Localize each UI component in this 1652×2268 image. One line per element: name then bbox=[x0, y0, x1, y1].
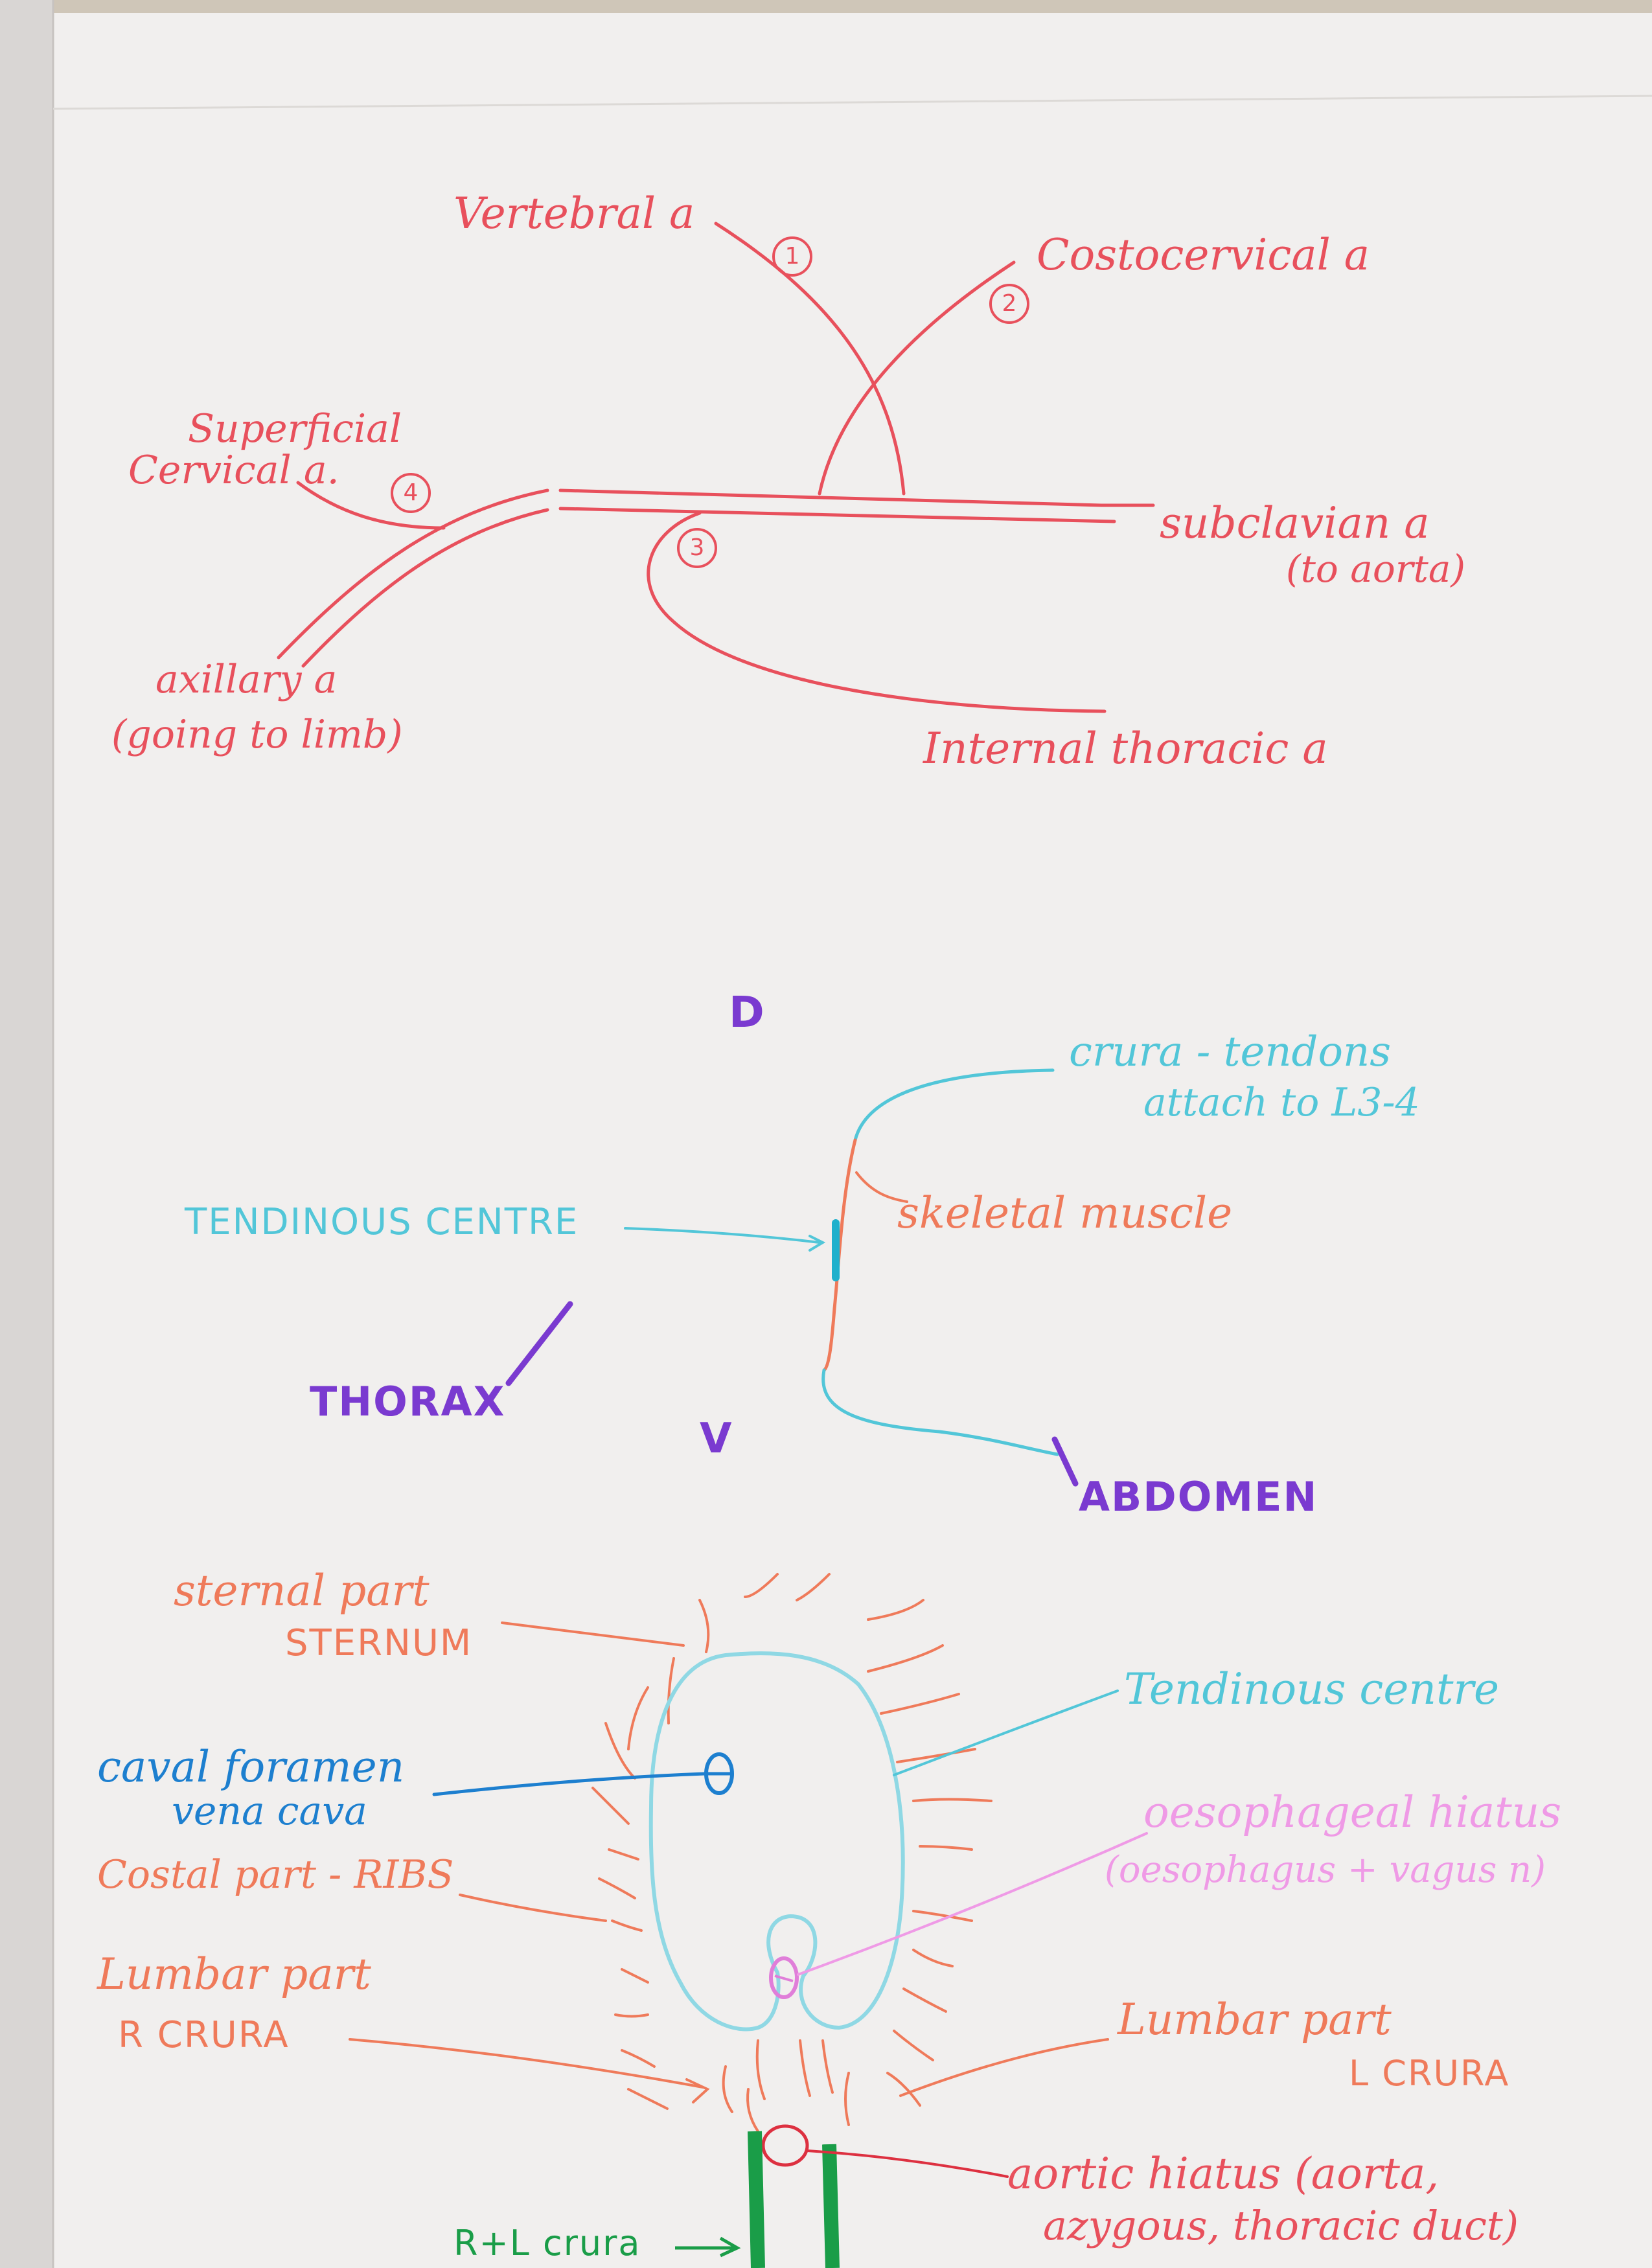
label-caval-foramen: caval foramen bbox=[97, 1742, 405, 1792]
axillary-artery bbox=[277, 488, 549, 668]
label-subclavian-2: (to aorta) bbox=[1286, 547, 1466, 591]
label-rl-crura: R+L crura bbox=[453, 2223, 641, 2263]
diaphragm-side-view bbox=[505, 1068, 1079, 1487]
label-dorsal: D bbox=[729, 987, 766, 1037]
label-superficial-cervical-2: Cervical a. bbox=[128, 448, 339, 493]
label-r-crura: R CRURA bbox=[118, 2014, 290, 2056]
label-vena-cava: vena cava bbox=[172, 1789, 367, 1834]
label-lumbar-part-right: Lumbar part bbox=[97, 1949, 371, 1999]
label-skeletal-muscle: skeletal muscle bbox=[897, 1188, 1233, 1238]
label-tendinous-centre-side: TENDINOUS CENTRE bbox=[185, 1201, 579, 1243]
label-aortic-hiatus: aortic hiatus (aorta, bbox=[1007, 2149, 1440, 2199]
label-costal-part: Costal part - RIBS bbox=[97, 1852, 454, 1897]
label-abdomen: ABDOMEN bbox=[1079, 1473, 1318, 1520]
diaphragm-muscle-fibres bbox=[591, 1573, 992, 2133]
label-sternal-part: sternal part bbox=[174, 1566, 430, 1616]
label-sternum: STERNUM bbox=[285, 1622, 473, 1664]
label-crura-2: attach to L3-4 bbox=[1143, 1080, 1420, 1125]
label-tendinous-centre-top: Tendinous centre bbox=[1124, 1664, 1500, 1714]
label-oesophageal-hiatus: oesophageal hiatus bbox=[1143, 1787, 1562, 1837]
tendinous-centre-outline bbox=[648, 1651, 905, 2032]
vertebral-artery bbox=[714, 222, 906, 496]
label-costocervical: Costocervical a bbox=[1037, 230, 1370, 280]
label-axillary-2: (going to limb) bbox=[111, 712, 403, 757]
label-thorax: THORAX bbox=[310, 1378, 506, 1425]
label-lumbar-part-left: Lumbar part bbox=[1118, 1995, 1392, 2045]
label-ventral: V bbox=[700, 1415, 733, 1463]
label-subclavian-1: subclavian a bbox=[1160, 498, 1430, 548]
branch-number-1: 1 bbox=[772, 236, 812, 277]
label-crura-1: crura - tendons bbox=[1069, 1028, 1392, 1076]
label-l-crura: L CRURA bbox=[1349, 2053, 1510, 2094]
branch-number-4: 4 bbox=[391, 473, 431, 513]
label-superficial-cervical-1: Superficial bbox=[188, 406, 402, 452]
oesophageal-hiatus-icon bbox=[769, 1956, 799, 1999]
branch-number-2: 2 bbox=[989, 284, 1029, 324]
internal-thoracic-artery bbox=[647, 511, 1107, 713]
leader-lines bbox=[349, 1621, 1148, 2178]
superficial-cervical-artery bbox=[296, 481, 446, 530]
crura-pillars bbox=[748, 2131, 840, 2268]
label-axillary-1: axillary a bbox=[155, 657, 338, 702]
branch-number-3: 3 bbox=[677, 528, 717, 568]
label-internal-thoracic: Internal thoracic a bbox=[923, 724, 1328, 773]
label-vertebral: Vertebral a bbox=[453, 189, 695, 238]
subclavian-artery bbox=[558, 488, 1155, 523]
label-aortic-contents: azygous, thoracic duct) bbox=[1043, 2202, 1519, 2249]
label-oesophageal-contents: (oesophagus + vagus n) bbox=[1105, 1849, 1546, 1891]
costocervical-artery bbox=[818, 260, 1016, 496]
aortic-hiatus-icon bbox=[761, 2124, 809, 2167]
